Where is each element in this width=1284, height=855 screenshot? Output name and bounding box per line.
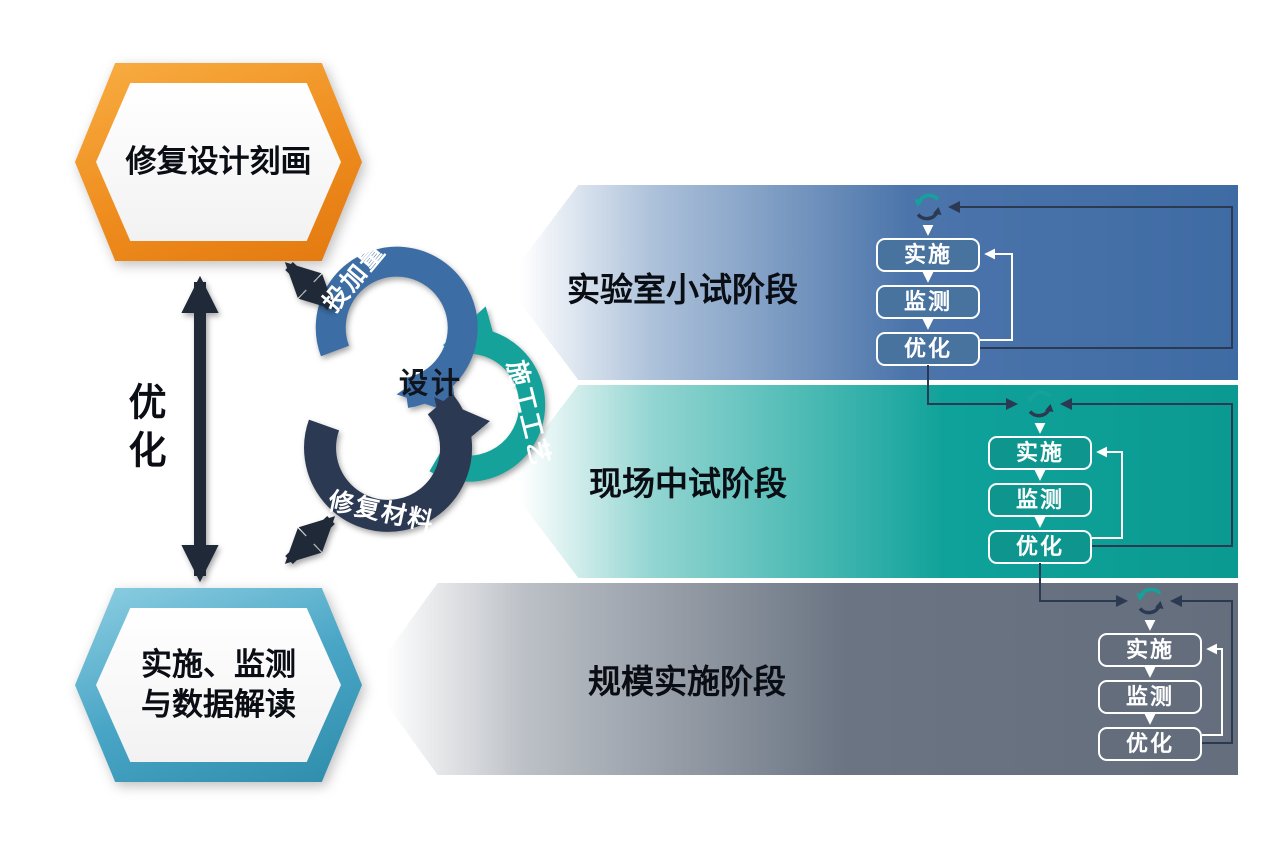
remediation-design-box: 修复设计刻画 [75,63,362,261]
box-label-line1: 实施、监测 [141,647,296,682]
material-arc-label: 修复材料 [325,487,438,537]
stage-label-fullscale: 规模实施阶段 [588,663,786,700]
stage-label-pilot: 现场中试阶段 [589,465,787,502]
step-box-implement: 实施 [876,238,980,272]
sync-icon [914,193,942,221]
sync-icon [1026,390,1054,418]
step-box-implement: 实施 [988,436,1092,470]
step-box-monitor: 监测 [988,483,1092,517]
stage-label-lab: 实验室小试阶段 [567,271,798,308]
optimize-vertical-label: 优化 [122,382,164,478]
stage-band-pilot: 现场中试阶段 [505,385,1238,578]
implementation-monitoring-box: 实施、监测 与数据解读 [75,588,362,782]
cycle-implementation-link-arrow-bottom [284,516,336,564]
hexagon-panel: 修复设计刻画 [96,83,341,241]
stage-band-fullscale: 规模实施阶段 [368,583,1238,775]
step-box-optimize: 优化 [988,530,1092,564]
box-label-line2: 与数据解读 [141,687,296,722]
design-center-label: 设计 [399,368,464,400]
step-box-optimize: 优化 [1098,727,1202,761]
step-box-monitor: 监测 [876,285,980,319]
hexagon-panel: 实施、监测 与数据解读 [96,608,341,762]
box-label: 修复设计刻画 [125,144,312,179]
step-box-implement: 实施 [1098,633,1202,667]
step-box-optimize: 优化 [876,332,980,366]
construction-arc-label: 施工工艺 [501,357,555,470]
sync-icon [1136,587,1164,615]
stage-band-lab: 实验室小试阶段 [505,185,1238,380]
step-box-monitor: 监测 [1098,680,1202,714]
